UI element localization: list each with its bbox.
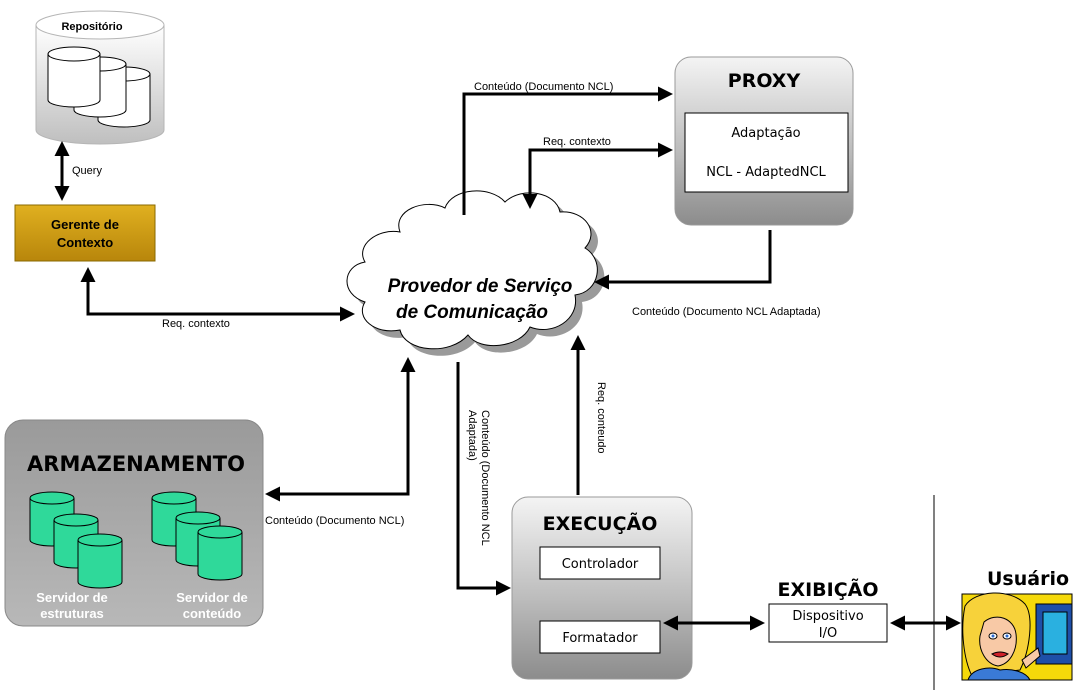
storage-server2-line1: Servidor de: [176, 590, 248, 605]
storage-server2-line2: conteúdo: [183, 606, 242, 621]
proxy-return-label: Conteúdo (Documento NCL Adaptada): [632, 306, 821, 318]
proxy-inner-box: [684, 112, 849, 193]
cloud-line2: de Comunicação: [396, 302, 548, 323]
proxy-title: PROXY: [728, 70, 801, 92]
storage-content-arrow: [265, 357, 416, 502]
device-line2: I/O: [819, 626, 837, 641]
display: EXIBIÇÃO Dispositivo I/O: [768, 577, 888, 643]
proxy-context-request-label: Req. contexto: [543, 136, 611, 148]
execution-content-label: Conteúdo (Documento NCL Adaptada): [466, 410, 491, 546]
device-box: [768, 603, 888, 643]
display-title: EXIBIÇÃO: [777, 577, 878, 601]
proxy-context-request-arrow: [522, 142, 673, 209]
execution-title: EXECUÇÃO: [543, 511, 658, 535]
cloud-to-proxy-arrow: [462, 86, 673, 215]
controller-label: Controlador: [562, 557, 639, 572]
device-line1: Dispositivo: [792, 609, 863, 624]
proxy-mapping: NCL - AdaptedNCL: [706, 165, 826, 180]
repository-cylinders: [47, 46, 151, 128]
context-request-label: Req. contexto: [162, 318, 230, 330]
communication-cloud: Provedor de Serviço de Comunicação: [346, 190, 605, 356]
execution-content-arrow: [456, 362, 511, 596]
formatter-box: [539, 620, 661, 654]
storage-cylinders-structures: [29, 491, 123, 589]
controller-box: [539, 546, 661, 580]
formatter-label: Formatador: [562, 631, 638, 646]
repository: Repositório: [35, 10, 165, 145]
proxy: PROXY Adaptação NCL - AdaptedNCL: [674, 56, 854, 226]
cloud-to-proxy-label: Conteúdo (Documento NCL): [474, 81, 613, 93]
query-label: Query: [72, 165, 102, 177]
repository-label: Repositório: [61, 21, 122, 33]
execution-content-label-line2: Adaptada): [466, 410, 478, 461]
execution: EXECUÇÃO Controlador Formatador: [511, 496, 693, 680]
storage-content-label: Conteúdo (Documento NCL): [265, 515, 404, 527]
user-illustration: [961, 592, 1073, 681]
context-manager: Gerente de Contexto: [14, 204, 156, 262]
storage-server1-line2: estruturas: [40, 606, 104, 621]
storage: ARMAZENAMENTO Servidor de estruturas Ser…: [4, 419, 264, 627]
context-manager-line2: Contexto: [57, 235, 113, 250]
context-manager-line1: Gerente de: [51, 217, 119, 232]
user-title: Usuário: [987, 568, 1069, 590]
storage-title: ARMAZENAMENTO: [27, 452, 245, 476]
cloud-line1: Provedor de Serviço: [388, 276, 573, 297]
proxy-return-arrow: [594, 230, 772, 290]
execution-content-label-line1: Conteúdo (Documento NCL: [479, 410, 491, 546]
execution-request-label: Req. conteudo: [595, 382, 607, 454]
user: Usuário: [961, 568, 1073, 681]
storage-server1-line1: Servidor de: [36, 590, 108, 605]
proxy-adaptation: Adaptação: [731, 126, 800, 141]
context-request-arrow: [80, 267, 355, 322]
storage-cylinders-content: [151, 491, 243, 581]
